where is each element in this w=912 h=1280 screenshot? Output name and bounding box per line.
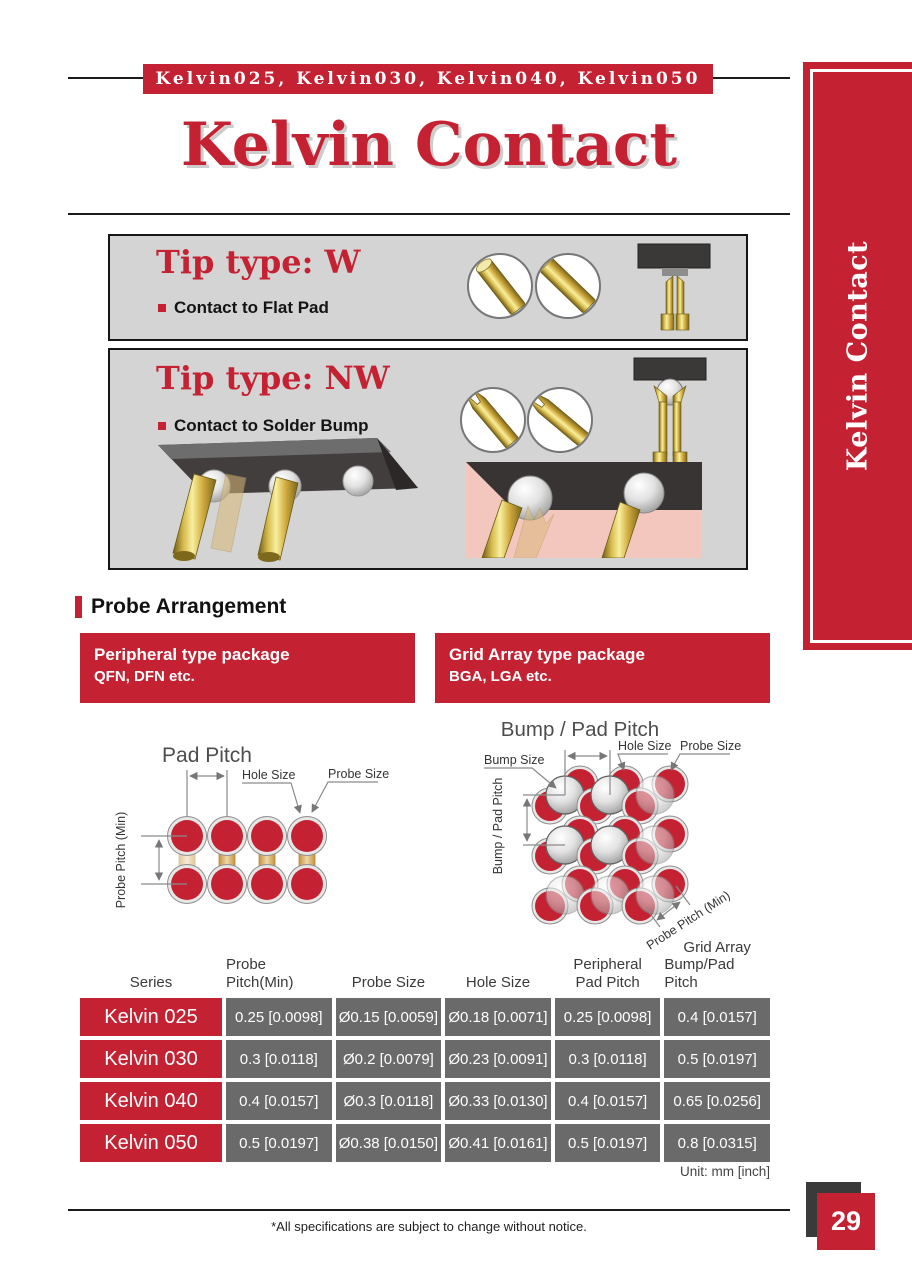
table-row: Kelvin 030 0.3 [0.0118] Ø0.2 [0.0079] Ø0… — [80, 1040, 770, 1078]
value-cell: 0.65 [0.0256] — [664, 1082, 770, 1120]
value-cell: 0.3 [0.0118] — [554, 1040, 661, 1078]
bullet-square-icon — [158, 304, 166, 312]
footer-note: *All specifications are subject to chang… — [271, 1219, 587, 1234]
value-cell: Ø0.33 [0.0130] — [445, 1082, 551, 1120]
probe-on-flat-pad — [637, 243, 711, 331]
side-tab-label: Kelvin Contact — [842, 240, 873, 472]
value-cell: Ø0.3 [0.0118] — [335, 1082, 442, 1120]
value-cell: 0.4 [0.0157] — [554, 1082, 661, 1120]
footer-rule — [68, 1209, 790, 1211]
col-header-hole-size: Hole Size — [465, 973, 531, 991]
table-row: Kelvin 025 0.25 [0.0098] Ø0.15 [0.0059] … — [80, 998, 770, 1036]
tip-type-nw-panel: Tip type: NW Contact to Solder Bump — [108, 348, 748, 570]
series-list: Kelvin025, Kelvin030, Kelvin040, Kelvin0… — [155, 69, 701, 89]
bump-contact-inset — [466, 462, 702, 558]
section-title: Probe Arrangement — [91, 595, 287, 618]
probe-size-label: Probe Size — [328, 767, 389, 781]
series-header-bar: Kelvin025, Kelvin030, Kelvin040, Kelvin0… — [143, 64, 713, 94]
value-cell: 0.5 [0.0197] — [554, 1124, 661, 1162]
pad-pitch-title: Pad Pitch — [162, 744, 252, 767]
value-cell: 0.4 [0.0157] — [226, 1082, 332, 1120]
series-cell: Kelvin 030 — [80, 1040, 222, 1078]
title-underline — [68, 213, 790, 215]
tip-nw-bullet-text: Contact to Solder Bump — [174, 416, 369, 435]
spec-table: Series Probe Pitch(Min) Probe Size Hole … — [80, 938, 770, 1166]
tip-w-bullet: Contact to Flat Pad — [158, 298, 329, 318]
tip-w-heading: Tip type: W — [156, 243, 361, 281]
vertical-bump-pad-pitch-label: Bump / Pad Pitch — [491, 778, 505, 875]
col-header-probe-size: Probe Size — [351, 973, 426, 991]
page-number-text: 29 — [830, 1206, 862, 1236]
page-number: 29 — [817, 1193, 875, 1250]
bump-pad-pitch-title: Bump / Pad Pitch — [501, 718, 659, 741]
tip-w-bullet-text: Contact to Flat Pad — [174, 298, 329, 317]
tip-nw-heading: Tip type: NW — [156, 359, 390, 397]
table-header-row: Series Probe Pitch(Min) Probe Size Hole … — [80, 938, 770, 994]
probe-pitch-min-label: Probe Pitch (Min) — [114, 812, 128, 909]
bump-size-label: Bump Size — [484, 753, 544, 767]
hole-size-label: Hole Size — [242, 768, 296, 782]
peripheral-pitch-diagram: Pad Pitch Hole Size Probe Size Probe Pit… — [114, 744, 389, 909]
unit-note: Unit: mm [inch] — [679, 1164, 770, 1179]
tip-nw-bullet: Contact to Solder Bump — [158, 416, 369, 436]
grid-array-package-title: Grid Array type package — [449, 645, 645, 664]
hole-size-label: Hole Size — [618, 739, 672, 753]
side-tab-border — [810, 69, 912, 643]
peripheral-package-box: Peripheral type package QFN, DFN etc. — [80, 633, 415, 703]
table-row: Kelvin 050 0.5 [0.0197] Ø0.38 [0.0150] Ø… — [80, 1124, 770, 1162]
value-cell: Ø0.41 [0.0161] — [445, 1124, 551, 1162]
value-cell: Ø0.18 [0.0071] — [445, 998, 551, 1036]
value-cell: Ø0.15 [0.0059] — [335, 998, 442, 1036]
side-tab: Kelvin Contact — [803, 62, 912, 650]
value-cell: 0.25 [0.0098] — [226, 998, 332, 1036]
tip-w-illustration — [467, 243, 711, 331]
value-cell: 0.5 [0.0197] — [664, 1040, 770, 1078]
col-header-series: Series — [129, 973, 173, 991]
probe-size-label: Probe Size — [680, 739, 741, 753]
grid-array-pitch-diagram: Bump / Pad Pitch Hole Size Probe Size Bu… — [484, 718, 741, 953]
grid-array-package-subtitle: BGA, LGA etc. — [449, 668, 552, 686]
series-cell: Kelvin 040 — [80, 1082, 222, 1120]
value-cell: Ø0.2 [0.0079] — [335, 1040, 442, 1078]
page-title: Kelvin Contact — [180, 110, 678, 180]
value-cell: Ø0.23 [0.0091] — [445, 1040, 551, 1078]
tip-type-w-panel: Tip type: W Contact to Flat Pad — [108, 234, 748, 341]
probe-arrangement-header: Probe Arrangement — [75, 595, 286, 619]
series-cell: Kelvin 050 — [80, 1124, 222, 1162]
tip-nw-illustration — [158, 357, 707, 562]
probe-on-solder-bump — [633, 357, 707, 466]
bga-package-slab — [158, 438, 418, 562]
peripheral-package-subtitle: QFN, DFN etc. — [94, 668, 195, 686]
value-cell: 0.3 [0.0118] — [226, 1040, 332, 1078]
bullet-square-icon — [158, 422, 166, 430]
value-cell: 0.4 [0.0157] — [664, 998, 770, 1036]
value-cell: 0.25 [0.0098] — [554, 998, 661, 1036]
value-cell: 0.8 [0.0315] — [664, 1124, 770, 1162]
section-marker-icon — [75, 596, 82, 618]
table-row: Kelvin 040 0.4 [0.0157] Ø0.3 [0.0118] Ø0… — [80, 1082, 770, 1120]
peripheral-package-title: Peripheral type package — [94, 645, 290, 664]
value-cell: 0.5 [0.0197] — [226, 1124, 332, 1162]
col-header-probe-pitch: Probe Pitch(Min) — [226, 956, 294, 991]
grid-array-package-box: Grid Array type package BGA, LGA etc. — [435, 633, 770, 703]
value-cell: Ø0.38 [0.0150] — [335, 1124, 442, 1162]
series-cell: Kelvin 025 — [80, 998, 222, 1036]
